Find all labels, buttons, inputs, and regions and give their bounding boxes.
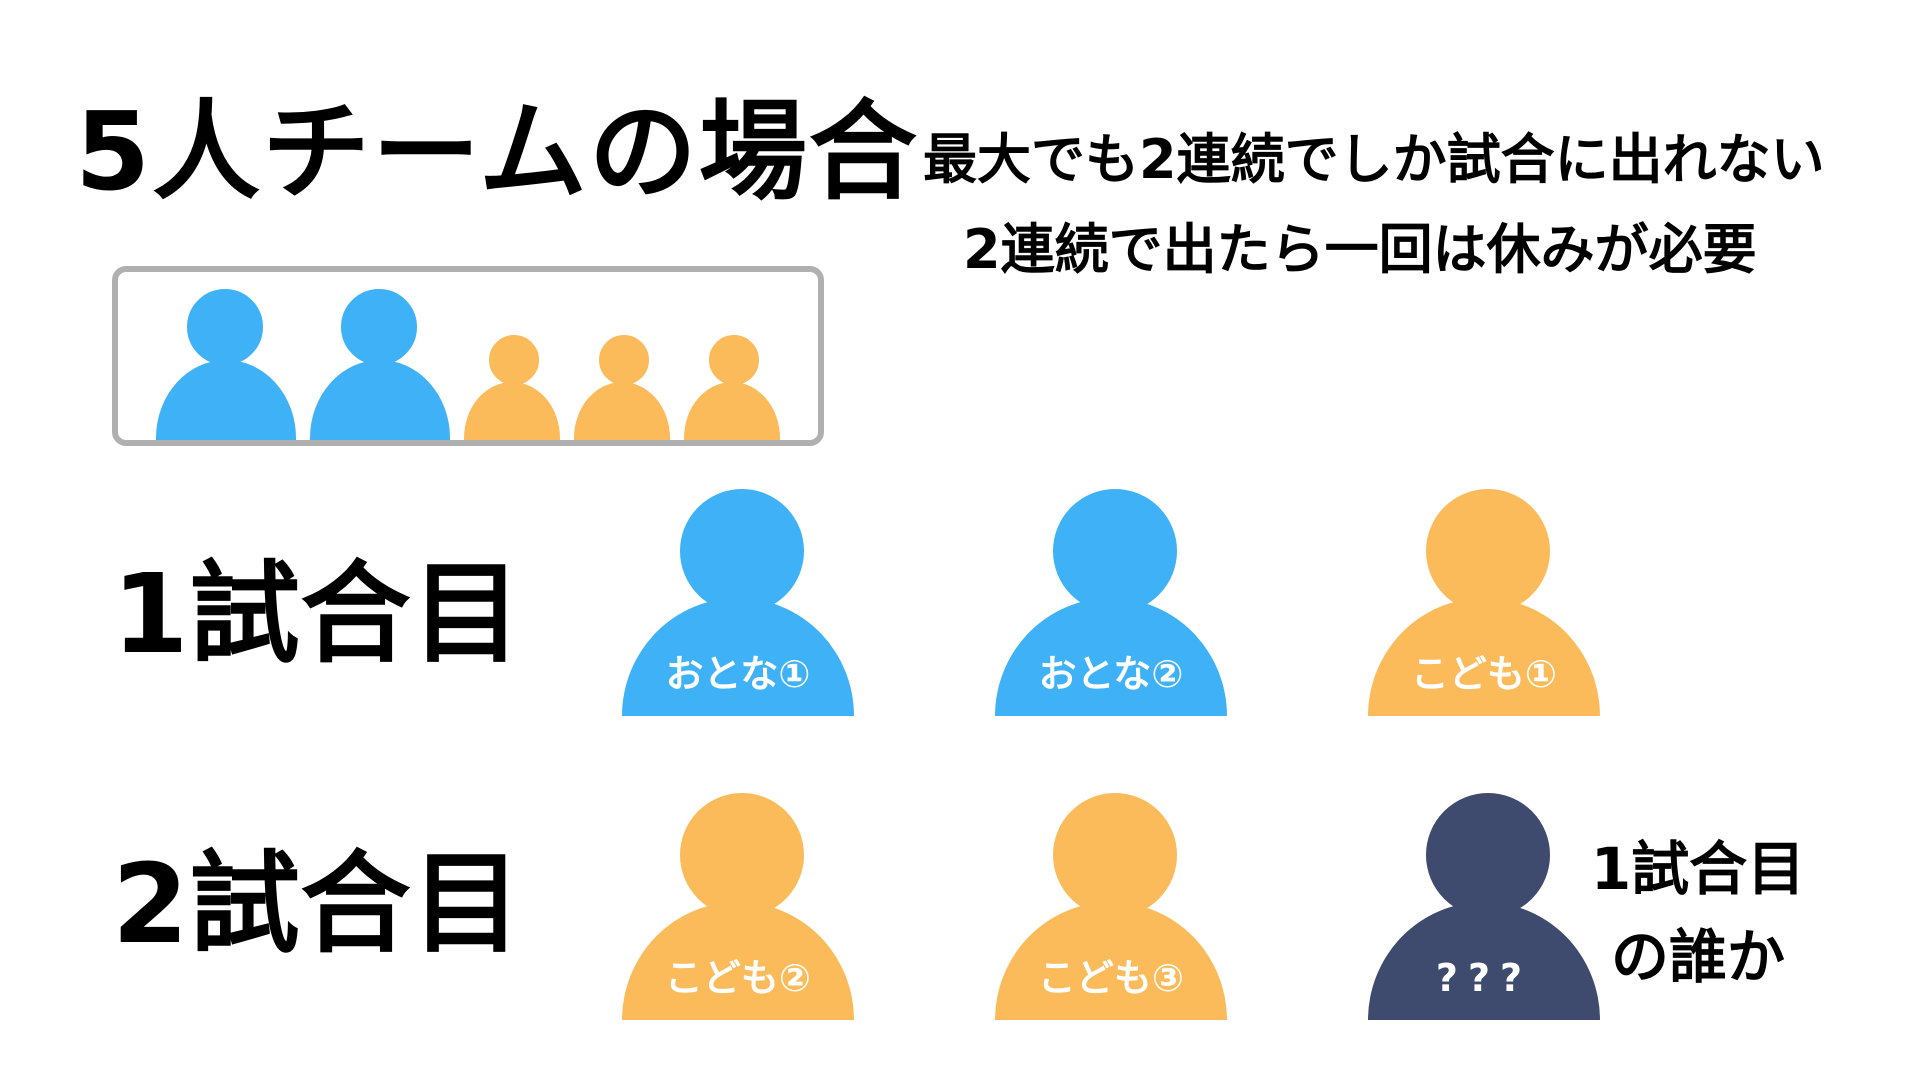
player-tag: おとな② (1038, 652, 1184, 696)
team-members-box (112, 266, 824, 446)
note-line-1: 1試合目 (1590, 835, 1806, 903)
person-head (1421, 788, 1555, 922)
page-title: 5人チームの場合 (75, 90, 919, 215)
player-tag: こども① (1410, 652, 1558, 696)
person-head (1048, 788, 1182, 922)
player-child-2: こども② (620, 788, 860, 1028)
player-tag: こども② (664, 956, 812, 1000)
child-person-icon (464, 332, 562, 440)
note-line-2: の誰か (1610, 923, 1785, 992)
adult-person-icon (310, 286, 452, 440)
player-tag: こども③ (1037, 956, 1185, 1000)
person-head (1421, 484, 1555, 618)
player-adult-1: おとな① (620, 484, 860, 724)
player-child-3: こども③ (993, 788, 1233, 1028)
player-adult-2: おとな② (993, 484, 1233, 724)
child-person-icon (574, 332, 672, 440)
game-2-label: 2試合目 (112, 840, 523, 968)
rule-line-2: 2連続で出たら一回は休みが必要 (963, 218, 1757, 281)
rule-line-1: 最大でも2連続でしか試合に出れない (923, 128, 1825, 191)
player-child-1: こども① (1366, 484, 1606, 724)
player-tag: おとな① (665, 652, 811, 696)
child-person-icon (684, 332, 782, 440)
player-unknown: ??? (1366, 788, 1606, 1028)
adult-person-icon (156, 286, 298, 440)
player-tag: ??? (1435, 956, 1533, 1000)
game-1-label: 1試合目 (112, 550, 523, 678)
person-head (675, 484, 809, 618)
person-head (675, 788, 809, 922)
unknown-player-note: 1試合目 の誰か (1578, 825, 1818, 1001)
